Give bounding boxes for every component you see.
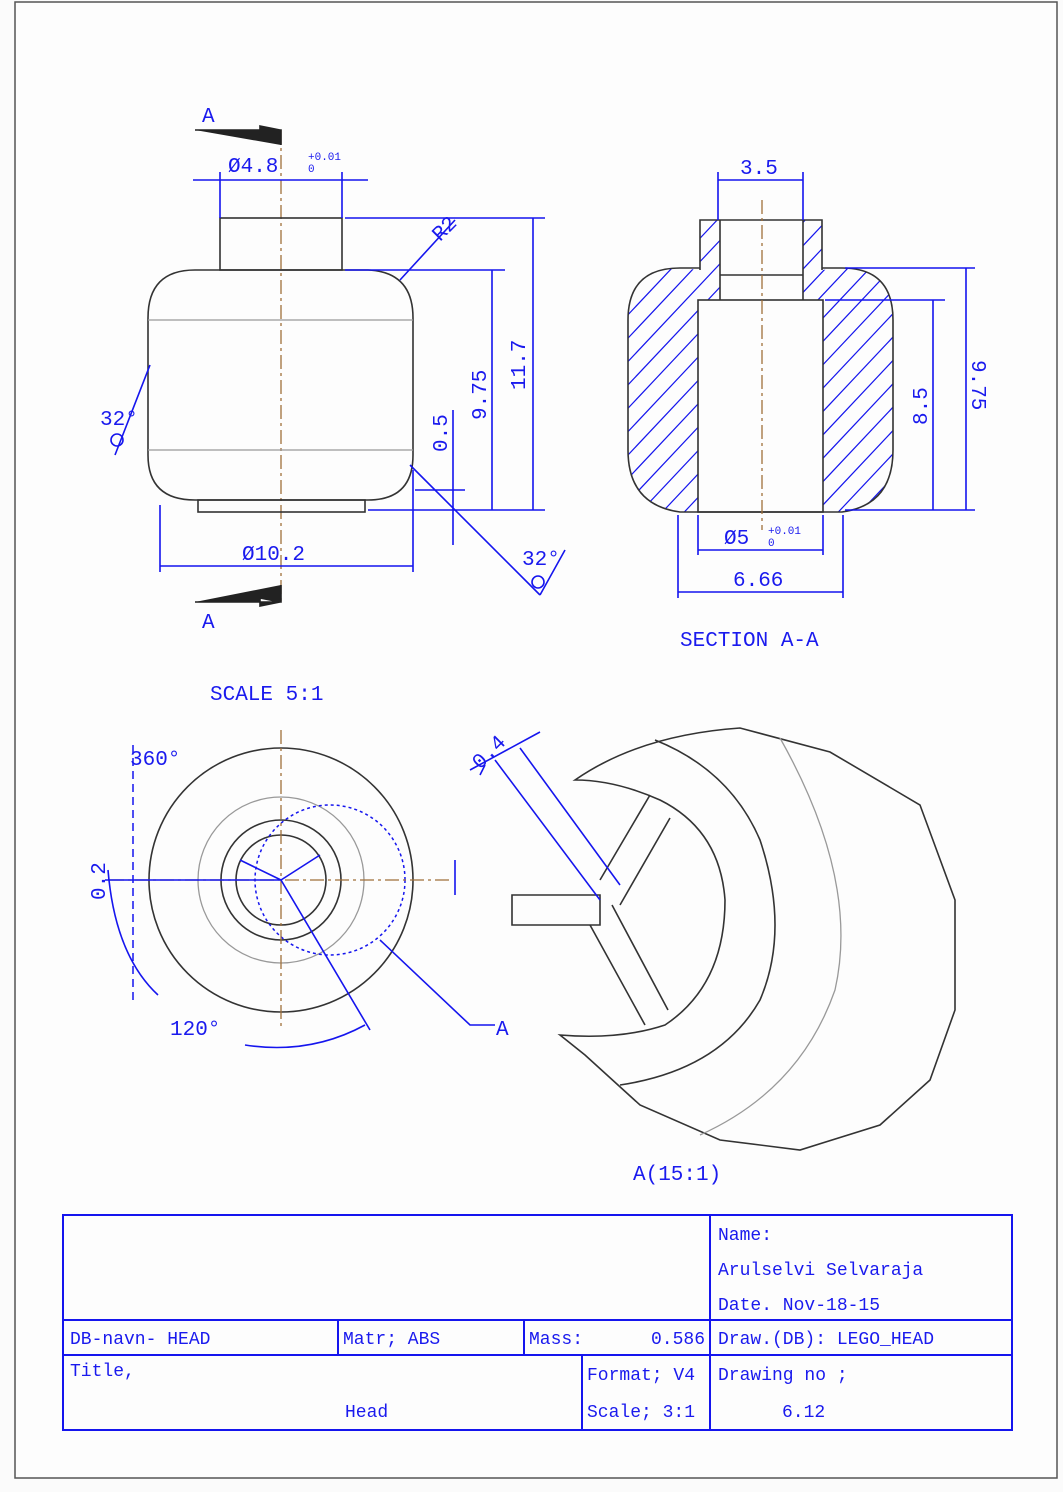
dim-stud-tol-upper: +0.01: [308, 152, 341, 164]
top-view: 360° 0.2 120° A: [89, 730, 509, 1049]
angle-partial: 120°: [170, 1019, 220, 1042]
bottom-rim: [197, 499, 366, 513]
section-label: SECTION A-A: [680, 630, 819, 653]
dim-bore-tol-upper: +0.01: [768, 526, 801, 538]
dim-height-total: 11.7: [509, 340, 532, 390]
date: Date. Nov-18-15: [718, 1296, 880, 1316]
mass-label: Mass:: [529, 1330, 583, 1350]
head-body: [147, 269, 414, 501]
material: Matr; ABS: [343, 1330, 440, 1350]
db-name: DB-navn- HEAD: [70, 1330, 210, 1350]
section-hatch-line: [811, 220, 893, 512]
dim-stud-tol-lower: 0: [308, 164, 315, 176]
scale: Scale; 3:1: [587, 1403, 695, 1423]
scale-label: SCALE 5:1: [210, 684, 323, 707]
dim-bore-tol-lower: 0: [768, 538, 775, 550]
drawing-no-value: 6.12: [782, 1403, 825, 1423]
drawing-db: Draw.(DB): LEGO_HEAD: [718, 1330, 934, 1350]
mass-value: 0.586: [651, 1330, 705, 1350]
angle-full: 360°: [130, 749, 180, 772]
dim-body-diameter: Ø10.2: [242, 544, 305, 567]
dim-bore: Ø5: [724, 528, 749, 551]
title-label: Title,: [70, 1362, 135, 1382]
dim-rim: 0.5: [431, 414, 454, 452]
name-label: Name:: [718, 1226, 772, 1246]
section-hatch-line: [789, 220, 893, 512]
angle-right: 32°: [522, 549, 560, 572]
format: Format; V4: [587, 1366, 695, 1386]
dim-offset: 0.2: [89, 862, 112, 900]
dim-height: 9.75: [965, 360, 988, 410]
dim-stud-diameter: Ø4.8: [228, 156, 278, 179]
drawing-no-label: Drawing no ;: [718, 1366, 848, 1386]
section-mark-top: A: [202, 106, 215, 129]
front-view: A A Ø4.8 +0.01 0 R2 11.7 9.75 0.5 Ø10.2 …: [100, 106, 566, 707]
section-mark-bottom: A: [202, 612, 215, 635]
dim-cavity-height: 8.5: [911, 387, 934, 425]
dim-bottom: 6.66: [733, 570, 783, 593]
title-block: Name: Arulselvi Selvaraja Date. Nov-18-1…: [62, 1214, 1013, 1431]
dim-height-body: 9.75: [470, 370, 493, 420]
detail-label: A(15:1): [633, 1164, 721, 1187]
name-value: Arulselvi Selvaraja: [718, 1261, 923, 1281]
title-value: Head: [345, 1403, 388, 1423]
angle-left: 32°: [100, 409, 138, 432]
detail-mark: A: [496, 1019, 509, 1042]
sheet-border: [14, 1, 1058, 1479]
dim-top: 3.5: [740, 158, 778, 181]
section-hatch-line: [628, 220, 759, 512]
